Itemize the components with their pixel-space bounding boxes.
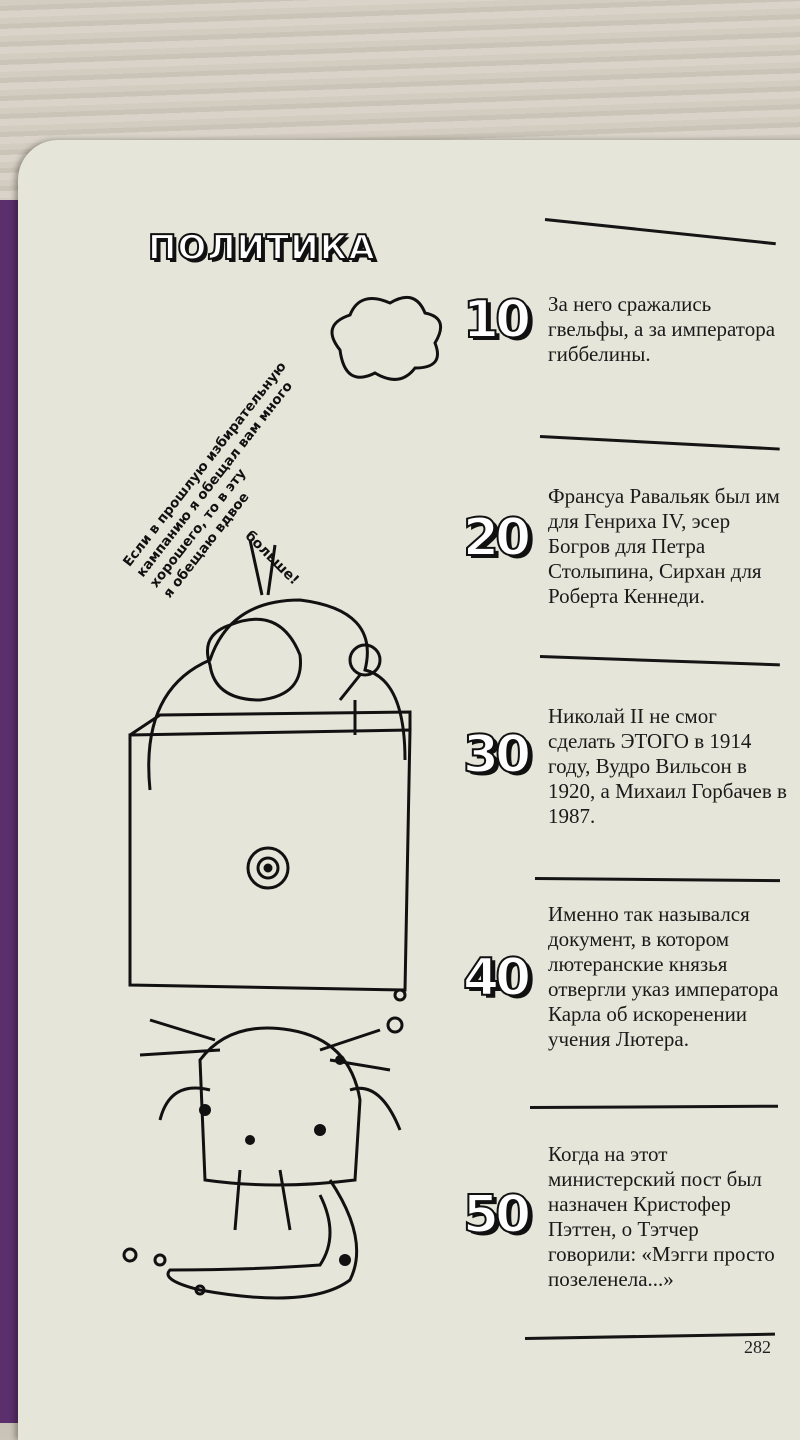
question-text: Франсуа Равальяк был им для Генриха IV, … [548,484,780,608]
cloud-icon [330,295,443,381]
question-text: За него сражались гвельфы, а за императо… [548,292,776,366]
page-number: 282 [744,1337,771,1357]
politician [147,539,407,791]
page-heading: ПОЛИТИКА [147,227,376,269]
question-points: 30 [462,724,532,786]
question-points: 10 [462,289,532,351]
question-text: Именно так назывался документ, в котором… [548,902,779,1051]
podium [128,710,412,992]
cat [139,1018,402,1300]
question-points: 50 [462,1184,532,1246]
question-text: Николай II не смог сделать ЭТОГО в 1914 … [548,704,787,828]
question-text: Когда на этот министерский пост был назн… [548,1142,775,1291]
question-points: 40 [462,947,532,1009]
question-points: 20 [462,507,532,569]
